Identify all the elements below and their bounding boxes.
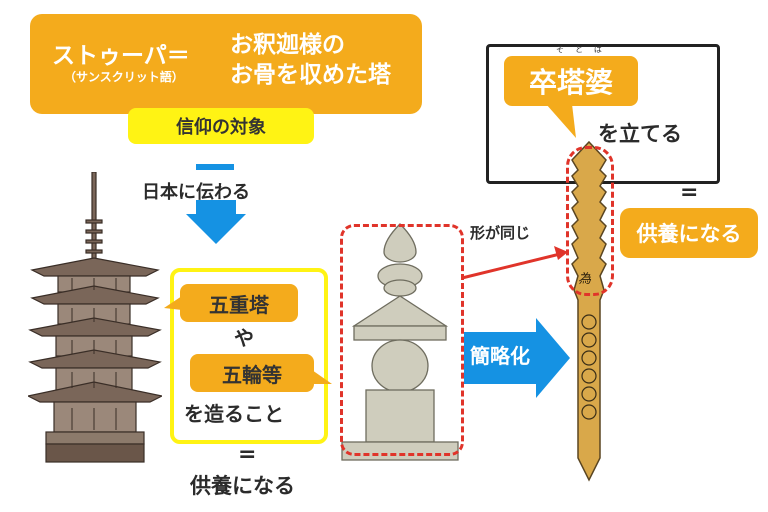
title-box <box>30 14 422 114</box>
gorin-pointer <box>312 370 332 384</box>
right-equals-sign: = <box>680 180 699 205</box>
conjunction-ya: や <box>234 326 254 350</box>
title-stupa: ストゥーパ＝ <box>52 43 190 69</box>
sotoba-pill: 卒塔婆 <box>504 56 638 106</box>
title-definition-line1: お釈迦様の <box>230 32 345 58</box>
sotoba-stick-icon <box>571 140 607 482</box>
goju-pill: 五重塔 <box>180 284 298 322</box>
simplify-label: 簡略化 <box>470 344 530 368</box>
title-sanskrit-note: （サンスクリット語） <box>64 70 184 84</box>
gorin-pill: 五輪等 <box>190 354 314 392</box>
down-arrow-icon <box>186 200 246 244</box>
same-shape-label: 形が同じ <box>470 224 531 242</box>
stick-highlight <box>566 146 614 296</box>
gorinto-highlight <box>340 224 464 456</box>
build-text: を造ること <box>184 402 284 426</box>
erect-label: を立てる <box>598 122 682 146</box>
same-shape-arrow-icon <box>461 246 568 280</box>
title-definition-line2: お骨を収めた塔 <box>230 62 391 88</box>
title-definition: お釈迦様の お骨を収めた塔 <box>230 30 391 90</box>
transmit-label: 日本に伝わる <box>142 182 250 203</box>
memorial-result: 供養になる <box>190 474 295 498</box>
goju-pointer <box>164 296 182 310</box>
flow-connector <box>196 164 234 170</box>
right-memorial-pill: 供養になる <box>620 208 758 258</box>
equals-sign: = <box>238 442 257 467</box>
worship-label: 信仰の対象 <box>128 108 314 144</box>
simplify-arrow-icon <box>464 318 570 398</box>
five-story-pagoda-icon <box>28 172 162 463</box>
sotoba-pointer <box>546 104 576 138</box>
sotoba-furigana: そとば <box>556 45 613 54</box>
